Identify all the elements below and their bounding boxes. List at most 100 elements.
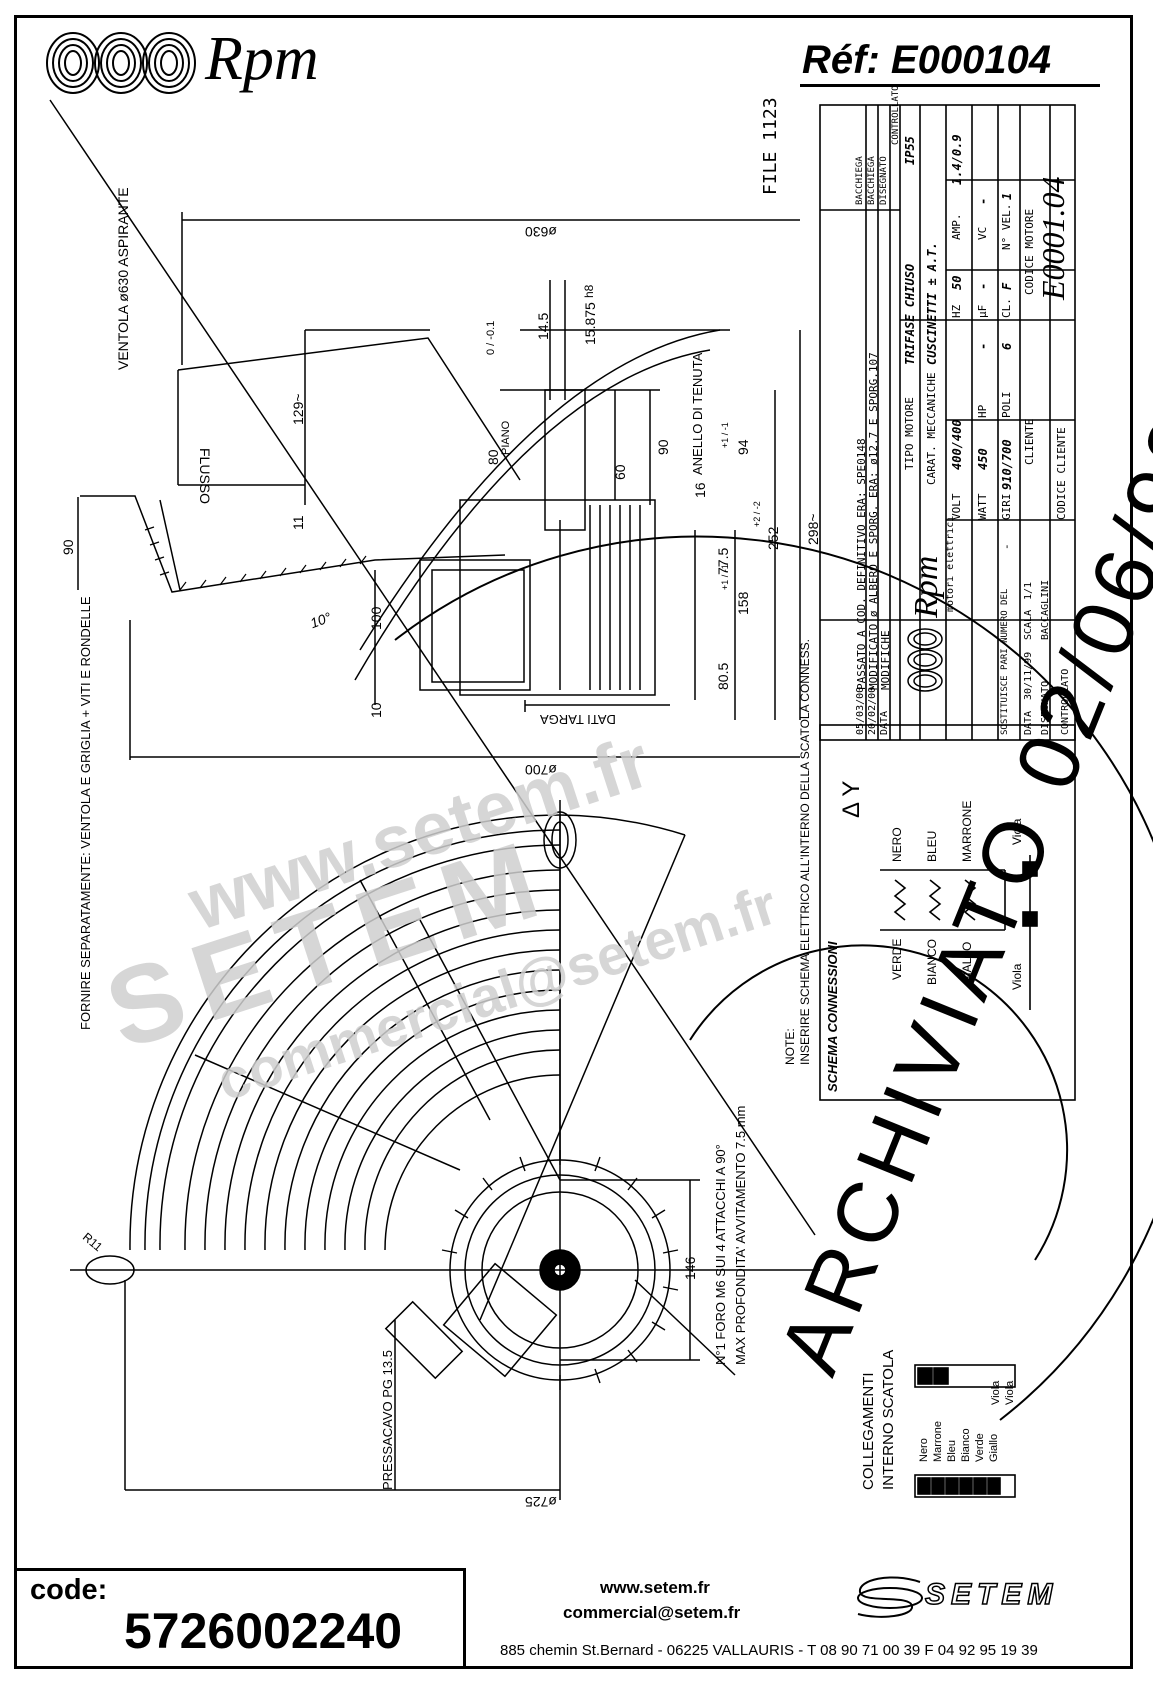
terminal-title-2: INTERNO SCATOLA bbox=[880, 1349, 897, 1490]
replaces-value: - bbox=[1000, 543, 1013, 550]
protection-rating: IP55 bbox=[903, 136, 917, 165]
dim-630: ø630 bbox=[525, 224, 557, 240]
wire-giallo: GIALLO bbox=[960, 941, 974, 985]
product-code: 5726002240 bbox=[124, 1603, 403, 1659]
footer-address: 885 chemin St.Bernard - 06225 VALLAURIS … bbox=[500, 1642, 1038, 1659]
setem-swirl-logo-icon bbox=[857, 1576, 923, 1618]
plate-label: DATI TARGA bbox=[540, 712, 616, 727]
terminal-wire-nero: Nero bbox=[918, 1438, 930, 1462]
dim-129: 129~ bbox=[290, 393, 306, 425]
drawn-by: BACCAGLINI bbox=[1040, 579, 1051, 640]
amp-value: 1.4/0.9 bbox=[950, 134, 964, 185]
file-label: FILE 1123 bbox=[760, 97, 781, 195]
dim-725: ø725 bbox=[525, 1494, 557, 1510]
terminal-viola-1: Viola bbox=[990, 1380, 1002, 1405]
dim-158: 158 bbox=[735, 591, 751, 615]
rpm-value: 910/700 bbox=[1000, 439, 1014, 490]
seal-ring-label: ANELLO DI TENUTA bbox=[690, 352, 705, 475]
motor-type: TRIFASE CHIUSO bbox=[903, 263, 917, 365]
reference-number: Réf: E000104 bbox=[802, 38, 1052, 82]
dim-146: 146 bbox=[682, 1256, 698, 1280]
wire-bleu: BLEU bbox=[925, 830, 939, 862]
wire-marrone: MARRONE bbox=[960, 800, 974, 862]
wire-viola-right: Viola bbox=[1010, 818, 1024, 845]
terminal-wire-verde: Verde bbox=[974, 1433, 986, 1462]
dim-80: 80 bbox=[485, 449, 501, 465]
dim-14-5: 14.5 bbox=[535, 312, 551, 340]
uf-label: µF bbox=[976, 304, 989, 318]
separate-supply-note: FORNIRE SEPARATAMENTE: VENTOLA E GRIGLIA… bbox=[78, 596, 93, 1030]
delta-star-label: Δ Y bbox=[838, 780, 865, 818]
hz-value: 50 bbox=[950, 275, 964, 290]
dim-252: 252 bbox=[765, 526, 781, 550]
dim-16: 16 bbox=[692, 482, 708, 498]
speeds-label: N° VEL. bbox=[1000, 203, 1013, 250]
fan-label: VENTOLA ø630 ASPIRANTE bbox=[115, 187, 131, 370]
title-block-company-sub: motori elettrici bbox=[945, 515, 956, 612]
replaces-label: SOSTITUISCE PARI NUMERO DEL bbox=[1000, 588, 1010, 735]
speeds-value: 1 bbox=[1000, 192, 1014, 200]
flow-label: FLUSSO bbox=[197, 448, 213, 505]
vc-value: - bbox=[976, 197, 990, 205]
dim-15-875: 15.875 bbox=[582, 302, 598, 345]
dim-10: 10 bbox=[368, 702, 384, 718]
revision-1-date: 20/02/00 bbox=[867, 686, 878, 735]
uf-value: - bbox=[976, 282, 990, 290]
poles-label: POLI bbox=[1000, 391, 1013, 419]
hole-note-2: MAX PROFONDITA' AVVITAMENTO 7.5 mm bbox=[733, 1105, 748, 1365]
revision-1-drawn: BACCHIEGA bbox=[867, 156, 877, 205]
motor-type-label: TIPO MOTORE bbox=[903, 397, 916, 470]
wire-verde: VERDE bbox=[890, 938, 904, 980]
cable-gland-label: PRESSACAVO PG 13.5 bbox=[380, 1350, 395, 1490]
footer-website[interactable]: www.setem.fr bbox=[600, 1578, 710, 1597]
date-label: DATA bbox=[1023, 710, 1034, 735]
dim-100: 100 bbox=[368, 606, 384, 630]
terminal-wire-marrone: Marrone bbox=[932, 1421, 944, 1462]
hp-value: - bbox=[976, 342, 990, 350]
watt-label: WATT bbox=[976, 493, 989, 521]
checked-by-label: CONTROLLATO bbox=[1060, 668, 1071, 735]
wire-viola-left: Viola bbox=[1010, 963, 1024, 990]
mechanics-value: CUSCINETTI ± A.T. bbox=[925, 242, 939, 365]
class-label: CL. bbox=[1000, 298, 1013, 318]
terminal-wire-bleu: Bleu bbox=[946, 1439, 958, 1462]
code-label: code: bbox=[30, 1574, 108, 1606]
wire-bianco: BIANCO bbox=[925, 938, 939, 985]
dim-90-left: 90 bbox=[60, 539, 76, 555]
terminal-viola-2: Viola bbox=[1004, 1380, 1016, 1405]
dim-h8: h8 bbox=[582, 284, 596, 298]
rpm-coil-logo bbox=[46, 32, 196, 94]
revision-2-date: 05/03/00 bbox=[855, 686, 866, 735]
flat-label: PIANO bbox=[500, 420, 512, 455]
scale-value: 1/1 bbox=[1023, 581, 1034, 600]
poles-value: 6 bbox=[1000, 342, 1014, 350]
vc-label: VC bbox=[976, 226, 989, 240]
watt-value: 450 bbox=[976, 448, 990, 470]
hole-note-1: N°1 FORO M6 SUI 4 ATTACCHI A 90° bbox=[713, 1144, 728, 1365]
dim-94: 94 bbox=[735, 439, 751, 455]
revision-header: MODIFICHE bbox=[879, 630, 892, 690]
dim-80-5: 80.5 bbox=[715, 662, 731, 690]
mechanics-label: CARAT. MECCANICHE bbox=[925, 372, 938, 485]
connections-title: SCHEMA CONNESSIONI bbox=[825, 941, 840, 1092]
note-label: NOTE: bbox=[783, 1028, 797, 1065]
product-code-box bbox=[14, 1568, 466, 1669]
revision-checked-header: CONTROLLATO bbox=[891, 85, 901, 145]
dim-90-right: 90 bbox=[655, 439, 671, 455]
brand-name: Rpm bbox=[205, 25, 319, 93]
revision-header-date: DATA bbox=[879, 710, 890, 735]
hz-label: HZ bbox=[950, 304, 963, 318]
footer-email[interactable]: commercial@setem.fr bbox=[563, 1603, 741, 1622]
class-value: F bbox=[1000, 282, 1014, 290]
hp-label: HP bbox=[976, 404, 989, 418]
amp-label: AMP. bbox=[950, 213, 963, 241]
volt-value: 400/400 bbox=[950, 419, 964, 470]
rpm-label: GIRI bbox=[1000, 493, 1013, 521]
terminal-wire-bianco: Bianco bbox=[960, 1428, 972, 1462]
terminal-wire-giallo: Giallo bbox=[988, 1433, 1000, 1462]
dim-158-tolerance: +1 / -1 bbox=[720, 564, 730, 590]
scale-label: SCALA bbox=[1023, 609, 1034, 640]
motor-code: E0001.04 bbox=[1035, 176, 1071, 300]
dim-60: 60 bbox=[612, 464, 628, 480]
